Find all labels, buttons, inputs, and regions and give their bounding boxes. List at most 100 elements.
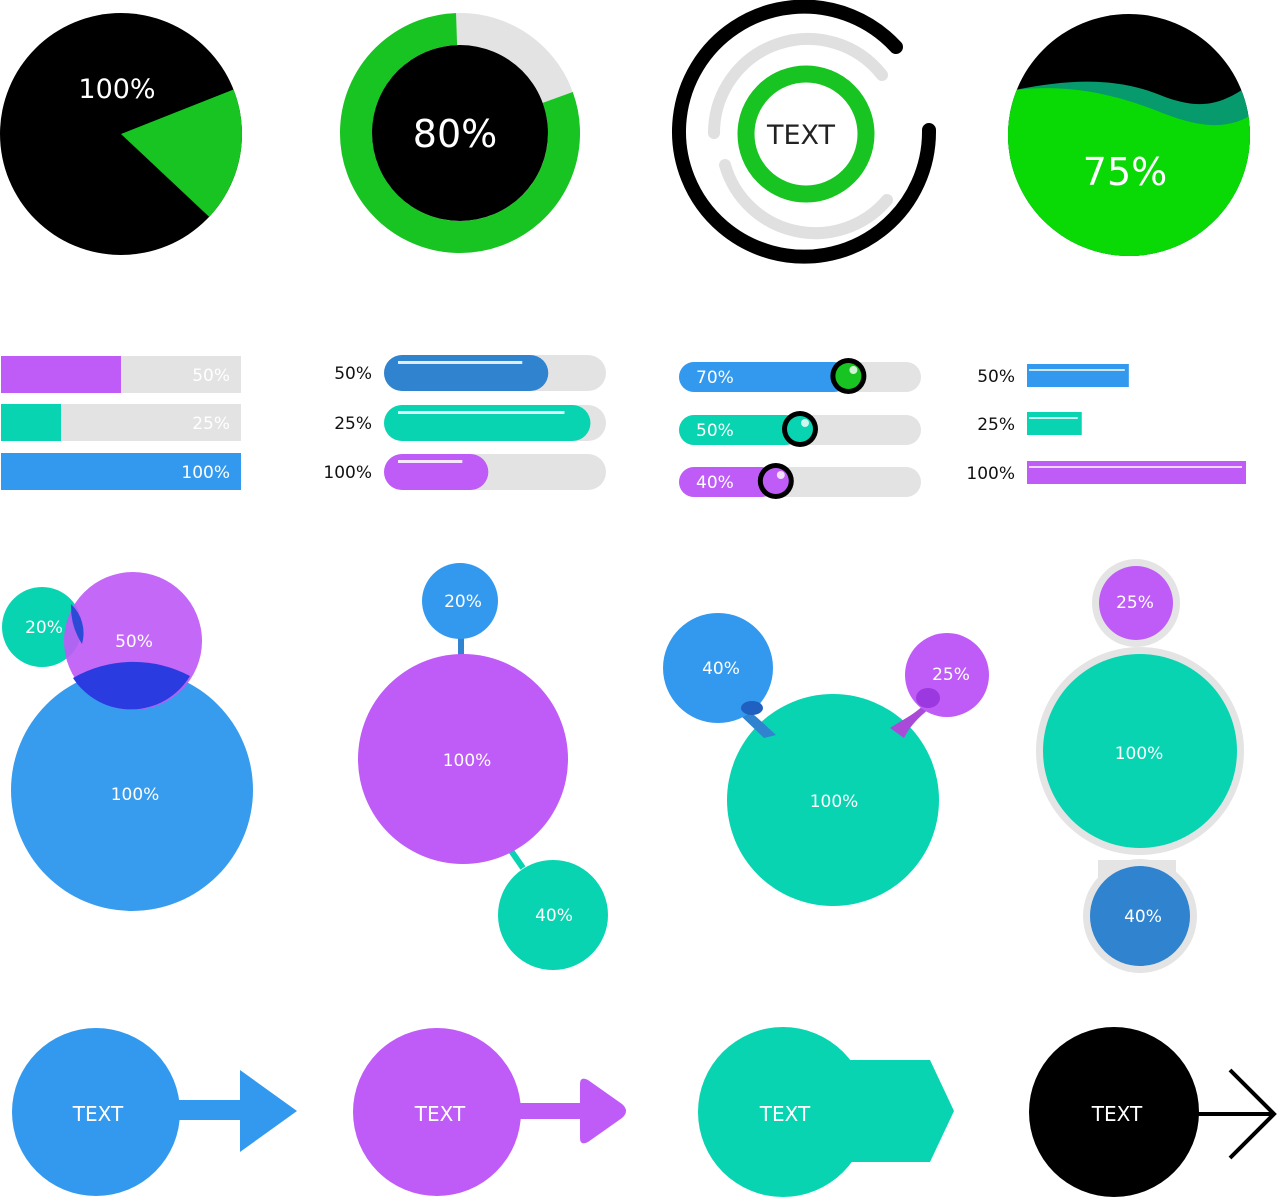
rings-label: TEXT xyxy=(766,120,836,151)
slider-fill xyxy=(679,362,849,392)
arrow-label-2: TEXT xyxy=(414,1102,466,1126)
pill-highlight xyxy=(398,460,463,463)
bubble-medium-label: 50% xyxy=(115,632,153,652)
bubble-right-label: 25% xyxy=(932,665,970,685)
slider-knob xyxy=(787,416,813,442)
donut-chart: 80% xyxy=(340,13,580,253)
pie-label: 100% xyxy=(78,74,155,105)
bar-label: 50% xyxy=(192,366,230,386)
bubble-small xyxy=(2,587,82,667)
slider-knob xyxy=(835,363,862,389)
arrow-callout-4: TEXT xyxy=(1029,1027,1277,1197)
bubble-big xyxy=(727,694,939,906)
arrow-callout-1: TEXT xyxy=(12,1028,297,1196)
ring-outer xyxy=(672,0,937,264)
arrow-callout-3: TEXT xyxy=(698,1027,954,1197)
connector-top xyxy=(458,628,464,662)
ring-middle xyxy=(708,33,888,139)
arrow-shaft xyxy=(175,1100,245,1120)
rings-chart: TEXT xyxy=(672,0,937,264)
bubble-left-label: 40% xyxy=(702,659,740,679)
arrow-circle xyxy=(698,1027,868,1197)
bar-fill xyxy=(1027,412,1082,435)
bar-label: 25% xyxy=(977,415,1015,435)
bubble-bottom xyxy=(498,860,608,970)
slider-label: 40% xyxy=(696,473,734,493)
arrow-circle xyxy=(1029,1027,1199,1197)
bar-label: 100% xyxy=(181,463,230,483)
slider-knob-shine xyxy=(849,366,858,374)
bubble-group-3: 40% 25% 100% xyxy=(663,613,989,906)
bar-label: 100% xyxy=(966,464,1015,484)
slider-fill xyxy=(679,415,800,445)
pill-label: 25% xyxy=(334,414,372,434)
bubble-group-1: 20% 50% 100% xyxy=(2,572,253,911)
pill-fill xyxy=(384,405,591,441)
bubble-left-shade xyxy=(741,701,763,715)
arrow-callout-2: TEXT xyxy=(353,1028,626,1196)
bubble-big-label: 100% xyxy=(443,751,492,771)
slider-fill xyxy=(679,467,776,497)
arrow-head xyxy=(580,1078,626,1144)
pill-highlight xyxy=(398,411,565,414)
bubble-large xyxy=(11,669,253,911)
slider-knob-shine xyxy=(776,471,785,479)
bar-highlight xyxy=(1029,369,1125,371)
bubble-bottom-label: 40% xyxy=(535,906,573,926)
bubble-mid xyxy=(1043,654,1237,848)
pill-fill xyxy=(384,355,549,391)
bubble-large-label: 100% xyxy=(111,785,160,805)
bubble-big xyxy=(358,654,568,864)
bar-fill xyxy=(1,453,241,490)
bars-group-1: 50% 25% 100% xyxy=(1,356,241,490)
bar-fill xyxy=(1,356,121,393)
bubble-group-2: 20% 100% 40% xyxy=(358,563,608,970)
arrow-circle xyxy=(353,1028,521,1196)
ring-middle-lower xyxy=(719,159,893,240)
bars-group-2: 50% 25% 100% xyxy=(323,355,606,490)
slider-label: 50% xyxy=(696,421,734,441)
arrow-head xyxy=(1228,1068,1277,1160)
pill-highlight xyxy=(398,361,523,364)
bubble-mid-label: 100% xyxy=(1115,744,1164,764)
bar-label: 25% xyxy=(192,414,230,434)
bar-highlight xyxy=(1029,466,1242,468)
bubble-overlap-small xyxy=(70,604,84,644)
bubble-right-shade xyxy=(916,688,940,708)
bubble-top-label: 25% xyxy=(1116,593,1154,613)
slider-knob xyxy=(762,468,789,494)
arrow-label-4: TEXT xyxy=(1091,1102,1143,1126)
donut-progress xyxy=(340,13,580,253)
pie-slice xyxy=(121,89,242,217)
pie-chart: 100% xyxy=(0,13,242,255)
donut-label: 80% xyxy=(413,112,497,156)
bubble-group-4: 25% 100% 40% xyxy=(1036,559,1244,973)
bubble-big-label: 100% xyxy=(810,792,859,812)
arrow-head xyxy=(240,1070,297,1152)
donut-center xyxy=(372,45,548,221)
bubble-left xyxy=(663,613,773,723)
bubble-bottom-label: 40% xyxy=(1124,907,1162,927)
slider-label: 70% xyxy=(696,368,734,388)
arrow-shaft xyxy=(510,1103,590,1119)
pill-label: 50% xyxy=(334,364,372,384)
ring-inner xyxy=(737,65,875,203)
bar-label: 50% xyxy=(977,367,1015,387)
slider-knob-shine xyxy=(801,419,809,427)
pill-fill xyxy=(384,454,489,490)
sliders-group: 70% 50% 40% xyxy=(679,358,921,499)
bubble-small-label: 20% xyxy=(25,618,63,638)
wave-chart: 75% xyxy=(1008,14,1250,256)
bubble-top-label: 20% xyxy=(444,592,482,612)
wave-fill xyxy=(1008,88,1250,256)
bar-fill xyxy=(1027,364,1129,387)
arrow-circle xyxy=(12,1028,180,1196)
wave-label: 75% xyxy=(1083,150,1167,194)
bubble-top xyxy=(1099,566,1173,640)
arrow-label-1: TEXT xyxy=(72,1102,124,1126)
pill-label: 100% xyxy=(323,463,372,483)
bubble-top xyxy=(422,563,498,639)
bar-fill xyxy=(1,404,61,441)
bar-fill xyxy=(1027,461,1246,484)
